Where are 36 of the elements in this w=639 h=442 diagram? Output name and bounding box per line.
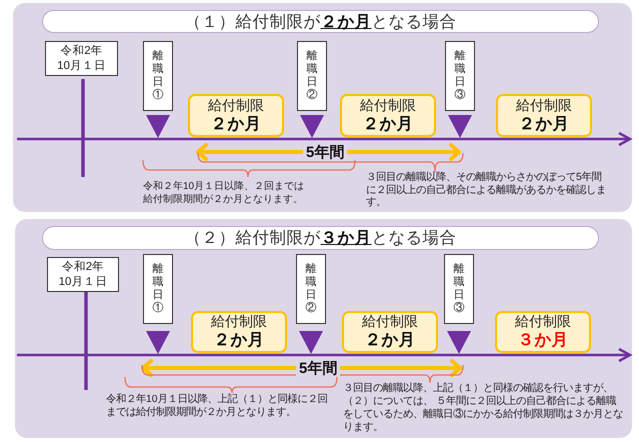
restriction-title: 給付制限 (516, 96, 572, 114)
restriction-title: 給付制限 (211, 313, 267, 330)
note-text: 令和２年10月１日以降、２回までは給付制限期間が２か月となります。 (143, 180, 306, 206)
duration-text: ２か月 (210, 114, 262, 134)
heading-banner: （２）給付制限が３か月となる場合 (42, 226, 599, 250)
restriction-title: 給付制限 (360, 96, 416, 114)
restriction-box (495, 311, 591, 353)
restriction-box (496, 94, 592, 137)
leaving-date-box: 離職日③ (444, 254, 474, 324)
duration-text: ２か月 (518, 114, 570, 134)
restriction-title: 給付制限 (515, 313, 571, 330)
restriction-box (188, 94, 284, 137)
leaving-date-box: 離職日② (296, 254, 326, 324)
duration-text: ２か月 (364, 330, 416, 351)
restriction-box (340, 94, 436, 137)
restriction-box (342, 311, 438, 353)
leaving-date-box: 離職日① (143, 254, 173, 324)
period-label: 5年間 (296, 360, 340, 376)
case-panel (13, 3, 632, 212)
note-text: ３回目の離職以降、上記（１）と同様の確認を行いますが、（２）については、 ５年間に２回以上の自己都合による離職をしているため、離職日③にかかる給付制限期間は３か月となります。 (343, 382, 624, 434)
date-box: 令和2年10月１日 (47, 257, 119, 292)
leaving-date-box: 離職日③ (445, 41, 475, 111)
case-panel (15, 219, 632, 438)
duration-text: ２か月 (214, 330, 264, 351)
heading-banner: （１）給付制限が２か月となる場合 (42, 10, 599, 33)
restriction-title: 給付制限 (362, 313, 418, 330)
restriction-box (191, 311, 287, 353)
duration-text: ３か月 (518, 330, 568, 351)
period-label: 5年間 (303, 144, 348, 160)
note-text: ３回目の離職以降、その離職からさかのぼって5年間に２回以上の自己都合による離職があるかを確認します。 (366, 172, 607, 210)
leaving-date-box: 離職日① (143, 41, 173, 111)
note-text: 令和２年10月１日以降、上記（１）と同様に２回までは給付制限期間が２か月となります。 (106, 393, 328, 419)
duration-text: ２か月 (362, 114, 414, 134)
date-box: 令和2年10月１日 (45, 41, 118, 76)
leaving-date-box: 離職日② (297, 41, 327, 111)
restriction-title: 給付制限 (208, 96, 264, 114)
